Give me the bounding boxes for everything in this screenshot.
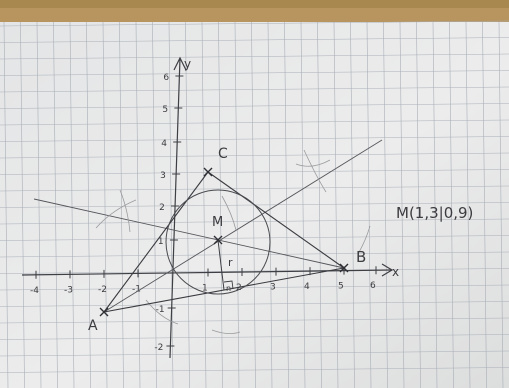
- grid-line-vertical: [317, 21, 322, 388]
- y-tick-label: 4: [161, 139, 167, 149]
- grid-line-horizontal: [0, 268, 509, 274]
- grid-line-horizontal: [0, 367, 509, 373]
- grid-line-horizontal: [0, 317, 509, 324]
- axis-tick-labels: -4 -3 -2 -1 1 2 3 4 5 6 6 5 4 3 2 1 -1 -2: [30, 73, 376, 353]
- grid-line-horizontal: [0, 185, 509, 192]
- grid-line-vertical: [53, 21, 58, 388]
- grid-line-vertical: [185, 21, 190, 388]
- grid-line-vertical: [152, 21, 157, 388]
- bisector-from-a: [103, 139, 383, 313]
- point-b-label: B: [356, 248, 366, 266]
- grid-line-vertical: [135, 21, 141, 388]
- bisector-from-b: [33, 198, 345, 269]
- grid-line-horizontal: [0, 37, 509, 43]
- y-tick-label: 5: [162, 105, 168, 115]
- grid-line-vertical: [284, 21, 289, 388]
- y-axis-arrow: [173, 56, 187, 71]
- point-markers: [99, 167, 349, 317]
- grid-line-horizontal: [0, 136, 509, 142]
- compass-arcs: [95, 149, 371, 334]
- y-tick-label: -2: [154, 343, 163, 353]
- grid-line-horizontal: [0, 301, 509, 307]
- grid-line-vertical: [201, 21, 207, 388]
- grid-line-horizontal: [0, 218, 509, 225]
- radius-line: [217, 239, 225, 291]
- y-tick-label: 3: [160, 171, 166, 181]
- grid-line-vertical: [333, 21, 339, 388]
- grid-line-vertical: [168, 21, 174, 388]
- x-tick-label: 6: [370, 281, 376, 291]
- side-cb: [207, 171, 345, 269]
- grid-lines: [0, 20, 509, 388]
- grid-line-horizontal: [0, 169, 509, 175]
- y-axis-label: y: [184, 57, 191, 71]
- point-c-label: C: [218, 146, 228, 162]
- point-m-label: M: [212, 215, 223, 230]
- grid-line-horizontal: [0, 119, 509, 126]
- grid-line-vertical: [86, 21, 91, 388]
- point-m-marker: [213, 235, 223, 245]
- grid-line-vertical: [20, 21, 25, 388]
- side-ac: [103, 171, 209, 313]
- grid-line-horizontal: [0, 20, 509, 27]
- grid-line-horizontal: [0, 350, 509, 357]
- grid-line-vertical: [482, 21, 487, 388]
- y-tick-label: 6: [163, 73, 169, 83]
- grid-line-horizontal: [0, 334, 509, 340]
- grid-line-horizontal: [0, 70, 509, 76]
- grid-line-horizontal: [0, 284, 509, 291]
- right-angle-label: n: [226, 284, 231, 293]
- x-tick-label: -1: [132, 284, 141, 294]
- grid-line-vertical: [366, 21, 372, 388]
- grid-line-vertical: [465, 21, 471, 388]
- grid-line-vertical: [102, 21, 108, 388]
- x-tick-label: -2: [98, 285, 107, 295]
- y-tick-label: -1: [156, 305, 165, 315]
- grid-line-vertical: [300, 21, 306, 388]
- grid-line-vertical: [218, 21, 223, 388]
- grid-line-vertical: [416, 21, 421, 388]
- grid-line-vertical: [350, 21, 355, 388]
- grid-line-vertical: [119, 21, 124, 388]
- midpoint-result-label: M(1,3|0,9): [396, 204, 473, 222]
- x-tick-label: 1: [202, 283, 208, 293]
- grid-line-horizontal: [0, 251, 509, 258]
- incircle: [165, 189, 271, 295]
- x-axis-arrow: [381, 263, 394, 277]
- x-tick-label: 4: [304, 282, 310, 292]
- x-tick-label: 2: [236, 283, 242, 293]
- angle-bisectors: [33, 139, 383, 313]
- grid-line-vertical: [383, 21, 388, 388]
- point-b-marker: [339, 263, 349, 273]
- grid-line-vertical: [3, 21, 9, 388]
- point-a-marker: [99, 307, 109, 317]
- grid-line-vertical: [36, 21, 42, 388]
- grid-line-vertical: [432, 21, 438, 388]
- grid-line-vertical: [69, 21, 75, 388]
- right-angle-mark: [223, 280, 234, 290]
- x-axis-label: x: [392, 265, 399, 279]
- grid-line-horizontal: [0, 152, 509, 159]
- grid-line-horizontal: [0, 103, 509, 109]
- x-tick-label: 5: [338, 282, 344, 292]
- point-a-label: A: [88, 318, 98, 334]
- grid-line-horizontal: [0, 53, 509, 60]
- grid-line-horizontal: [0, 86, 509, 93]
- y-tick-label: 1: [158, 237, 164, 247]
- grid-line-vertical: [449, 21, 454, 388]
- y-tick-label: 2: [159, 203, 165, 213]
- radius-label: r: [228, 256, 233, 269]
- point-c-marker: [203, 167, 213, 177]
- grid-line-vertical: [399, 21, 405, 388]
- grid-line-horizontal: [0, 235, 509, 241]
- x-tick-label: -4: [30, 286, 39, 296]
- grid-line-vertical: [498, 21, 504, 388]
- x-tick-label: -3: [64, 285, 73, 295]
- x-tick-label: 3: [270, 283, 276, 293]
